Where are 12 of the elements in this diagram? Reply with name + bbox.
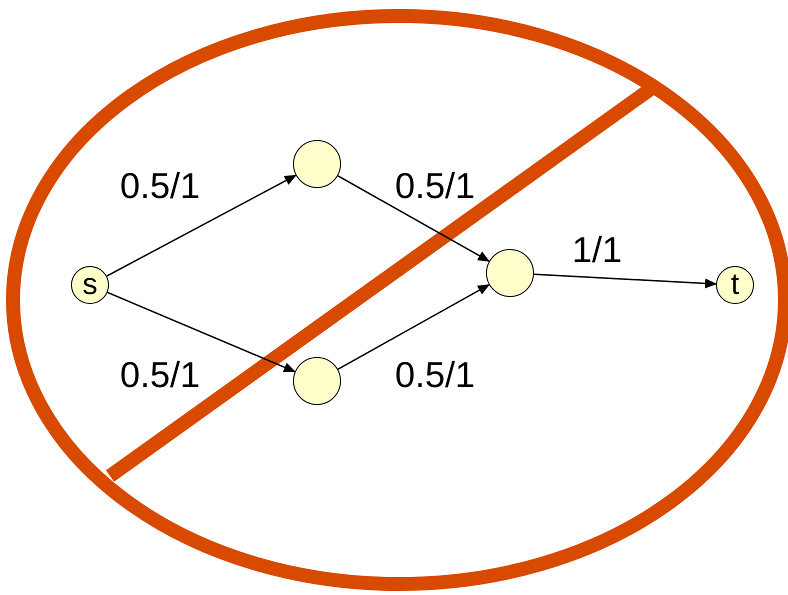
arrow (338, 175, 490, 262)
arrow (107, 292, 296, 372)
arrow (534, 274, 718, 288)
arrow (338, 284, 490, 370)
node-label: t (730, 270, 740, 300)
node-circle (716, 266, 754, 304)
empty-node-circle (486, 249, 534, 297)
node-label: s (82, 270, 98, 300)
arrow (106, 174, 297, 277)
empty-node-circle (293, 140, 341, 188)
node-circle (71, 266, 109, 304)
empty-node-circle (293, 357, 341, 405)
